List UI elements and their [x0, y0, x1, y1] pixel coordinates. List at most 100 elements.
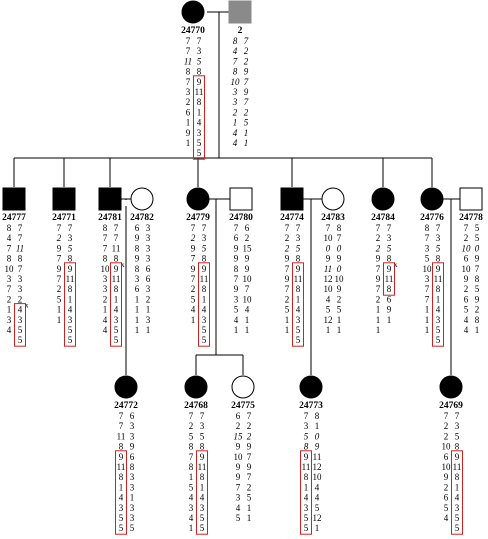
allele-value: 1 — [326, 325, 331, 335]
allele-value: 9 — [475, 254, 480, 264]
individual-24776 — [420, 187, 444, 211]
allele-value: 5 — [296, 335, 301, 345]
allele-value: 3 — [130, 482, 135, 492]
male-symbol — [459, 187, 483, 211]
allele-value: 7 — [186, 77, 191, 87]
allele-value: 15 — [243, 243, 253, 253]
allele-value: 9 — [315, 442, 320, 452]
allele-value: 10 — [423, 264, 433, 274]
allele-value: 1 — [200, 482, 205, 492]
allele-value: 6 — [464, 254, 469, 264]
shared-haplotype-box — [64, 262, 76, 347]
allele-value: 3 — [296, 233, 301, 243]
allele-value: 9 — [119, 452, 124, 462]
allele-value: 8 — [114, 284, 119, 294]
allele-value: 5 — [68, 325, 73, 335]
male-symbol — [228, 0, 252, 24]
individual-id: 24769 — [439, 401, 463, 411]
allele-value: 3 — [7, 315, 12, 325]
allele-value: 2 — [337, 294, 342, 304]
allele-value: 3 — [146, 315, 151, 325]
allele-value: 5 — [326, 305, 331, 315]
allele-value: 7 — [247, 411, 252, 421]
allele-value: 9 — [236, 462, 241, 472]
allele-value: 9 — [234, 243, 239, 253]
allele-value: 9 — [68, 264, 73, 274]
allele-value: 10 — [234, 452, 244, 462]
individual-id: 24773 — [299, 401, 323, 411]
individual-id: 24774 — [280, 213, 304, 223]
allele-value: 6 — [464, 294, 469, 304]
allele-value: 6 — [236, 411, 241, 421]
pedigree-symbols — [2, 0, 483, 399]
male-symbol — [229, 187, 253, 211]
female-symbol — [420, 187, 444, 211]
allele-value: 8 — [455, 472, 460, 482]
allele-value: 9 — [285, 274, 290, 284]
allele-value: 9 — [202, 264, 207, 274]
allele-value: 3 — [103, 274, 108, 284]
allele-value: 1 — [202, 294, 207, 304]
individual-id: 2 — [238, 26, 243, 36]
allele-value: 1 — [103, 305, 108, 315]
shared-haplotype-box — [193, 75, 205, 160]
allele-value: 1 — [119, 482, 124, 492]
allele-value: 4 — [191, 305, 196, 315]
allele-value: 3 — [18, 274, 23, 284]
allele-value: 9 — [326, 254, 331, 264]
allele-value: 2 — [244, 46, 249, 56]
allele-value: 3 — [119, 503, 124, 513]
allele-value: 5 — [475, 284, 480, 294]
allele-value: 9 — [234, 254, 239, 264]
allele-value: 10 — [462, 264, 472, 274]
allele-value: 1 — [376, 315, 381, 325]
allele-value: 5 — [197, 56, 202, 66]
allele-value: 8 — [455, 442, 460, 452]
allele-value: 5 — [189, 431, 194, 441]
allele-value: 1 — [7, 305, 12, 315]
allele-value: 4 — [315, 493, 320, 503]
allele-value: 4 — [245, 305, 250, 315]
allele-value: 3 — [296, 315, 301, 325]
individual-24784 — [371, 187, 395, 211]
allele-value: 9 — [234, 284, 239, 294]
allele-value: 9 — [236, 472, 241, 482]
allele-value: 3 — [146, 254, 151, 264]
allele-value: 9 — [186, 128, 191, 138]
allele-value: 7 — [464, 223, 469, 233]
allele-value: 2 — [285, 233, 290, 243]
allele-value: 11 — [117, 431, 126, 441]
allele-value: 5 — [68, 335, 73, 345]
allele-value: 1 — [130, 493, 135, 503]
allele-value: 9 — [57, 264, 62, 274]
allele-value: 3 — [130, 513, 135, 523]
allele-value: 9 — [200, 452, 205, 462]
allele-value: 7 — [326, 223, 331, 233]
allele-value: 5 — [296, 325, 301, 335]
allele-value: 5 — [425, 254, 430, 264]
allele-value: 3 — [455, 503, 460, 513]
allele-value: 8 — [103, 223, 108, 233]
allele-value: 6 — [186, 107, 191, 117]
allele-value: 3 — [146, 223, 151, 233]
allele-value: 2 — [285, 294, 290, 304]
allele-value: 4 — [233, 138, 238, 148]
allele-value: 0 — [326, 243, 331, 253]
allele-value: 1 — [68, 294, 73, 304]
allele-value: 7 — [191, 274, 196, 284]
allele-value: 3 — [135, 274, 140, 284]
allele-value: 7 — [234, 223, 239, 233]
allele-value: 4 — [7, 233, 12, 243]
allele-value: 2 — [146, 294, 151, 304]
allele-value: 4 — [296, 305, 301, 315]
allele-value: 7 — [455, 411, 460, 421]
allele-value: 12 — [324, 274, 333, 284]
allele-value: 5 — [444, 503, 449, 513]
individual-id: 24782 — [130, 213, 154, 223]
allele-value: 8 — [135, 264, 140, 274]
individual-id: 24778 — [459, 213, 483, 223]
allele-value: 10 — [335, 274, 345, 284]
allele-value: 9 — [57, 243, 62, 253]
allele-value: 9 — [245, 264, 250, 274]
allele-value: 4 — [464, 325, 469, 335]
